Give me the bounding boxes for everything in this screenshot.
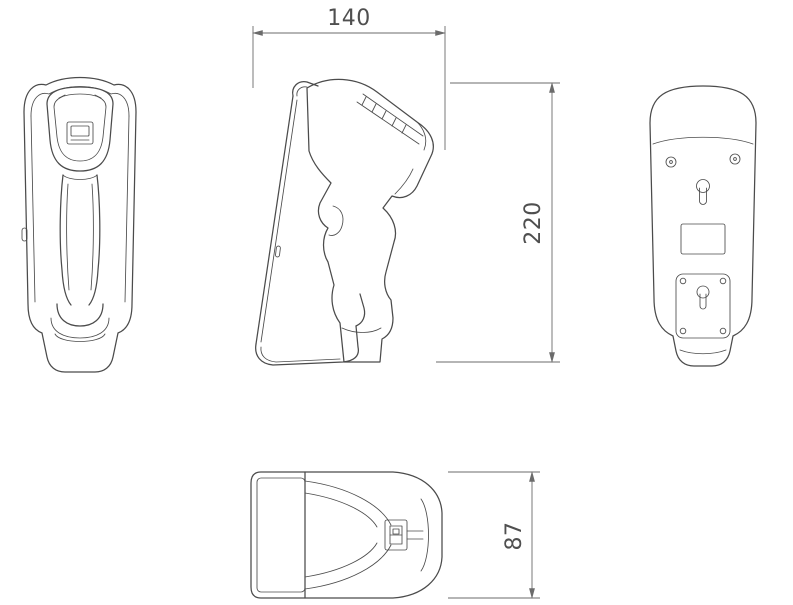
rear-label-recess [680, 223, 726, 255]
rear-keyhole-lower [696, 285, 710, 310]
dimension-height-label: 220 [521, 201, 546, 245]
side-view [255, 78, 434, 366]
front-handle [59, 174, 101, 306]
bottom-nose-curves [304, 480, 429, 590]
front-base-cup [50, 303, 110, 342]
front-view [21, 76, 137, 373]
dimension-depth-label: 87 [502, 522, 527, 551]
rear-keyhole-upper [696, 179, 710, 205]
side-trigger [328, 205, 344, 236]
side-scanner-body [306, 78, 434, 363]
rear-outline [649, 85, 757, 367]
dimension-height-220: 220 [436, 82, 560, 363]
side-cradle-button [275, 245, 281, 258]
front-side-button [21, 227, 28, 242]
bottom-view [250, 471, 443, 599]
front-cradle-outline [23, 76, 137, 373]
rear-view [649, 85, 757, 367]
front-scan-window [66, 121, 94, 145]
dimension-width-140: 140 [252, 6, 446, 150]
bottom-connector-detail [384, 519, 408, 551]
rear-screws-top [665, 153, 741, 168]
front-scanner-head [46, 86, 114, 172]
side-scan-window [356, 93, 424, 145]
dimension-depth-87: 87 [448, 471, 540, 599]
rear-mount-panel [675, 273, 731, 339]
side-cradle [255, 81, 366, 366]
dimension-width-label: 140 [327, 6, 371, 31]
